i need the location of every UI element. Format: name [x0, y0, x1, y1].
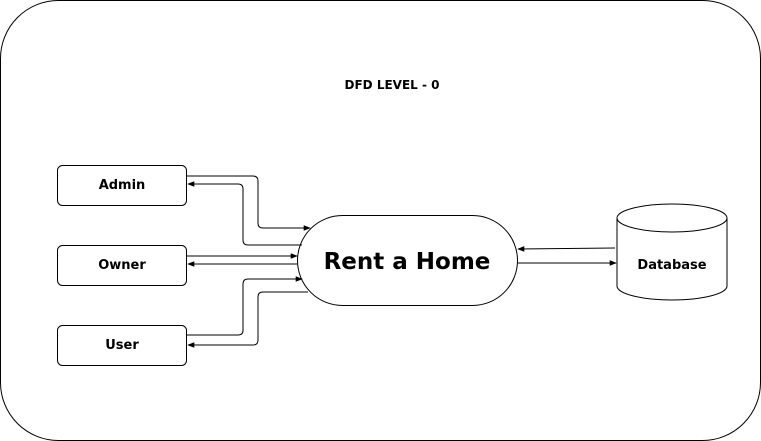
flow-database-to-process [517, 246, 616, 252]
database-cylinder-top [616, 203, 728, 233]
diagram-title: DFD LEVEL - 0 [345, 78, 440, 92]
entity-admin[interactable]: Admin [57, 165, 187, 206]
database-cylinder-body [616, 218, 728, 301]
datastore-database[interactable]: Database [616, 203, 728, 301]
entity-user-box [57, 325, 187, 366]
entity-owner-label: Owner [98, 258, 146, 273]
flow-process-to-admin [187, 181, 302, 246]
entity-owner[interactable]: Owner [57, 245, 187, 286]
process-label: Rent a Home [324, 249, 491, 275]
entity-admin-label: Admin [99, 178, 146, 193]
entity-admin-box [57, 165, 187, 206]
flow-process-to-user [187, 291, 308, 348]
process-shape [297, 215, 518, 306]
flow-user-to-process [187, 276, 303, 336]
process-rent-a-home[interactable]: Rent a Home [297, 215, 518, 306]
entity-owner-box [57, 245, 187, 286]
entity-user[interactable]: User [57, 325, 187, 366]
flow-admin-to-process [187, 175, 311, 231]
entity-user-label: User [105, 338, 139, 353]
database-label: Database [637, 258, 706, 273]
